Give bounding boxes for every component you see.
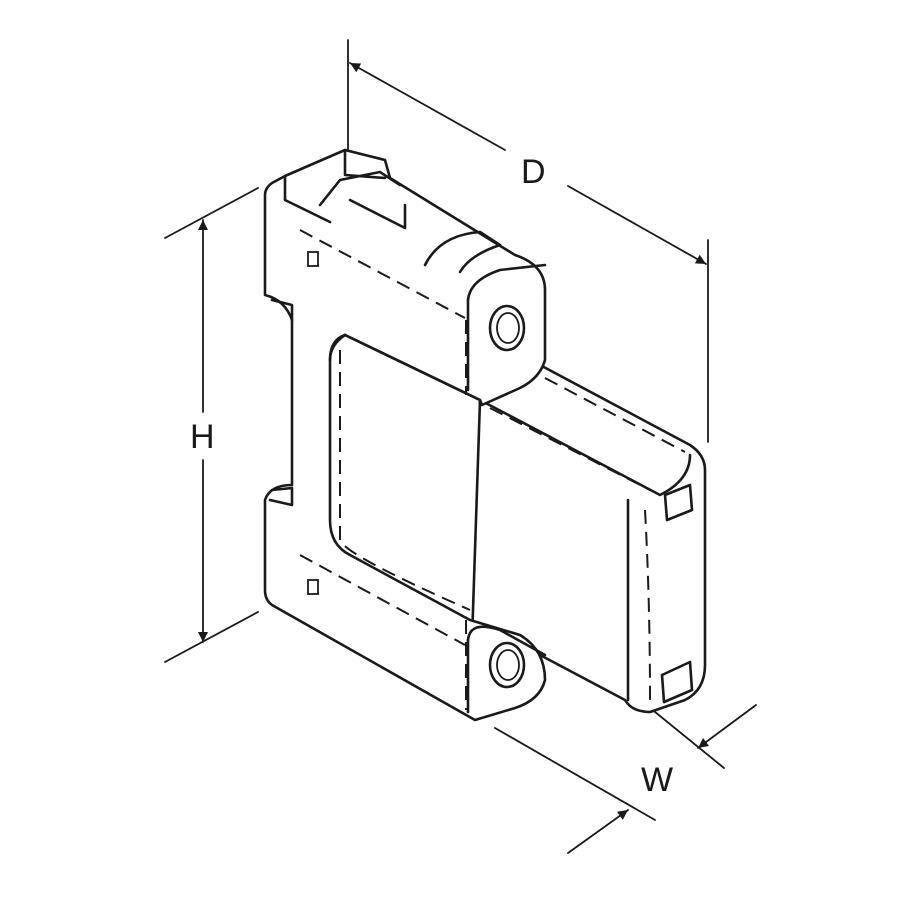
marking-bottom — [307, 579, 319, 595]
device-body — [468, 363, 707, 714]
front-plate — [263, 148, 547, 722]
depth-arrow-left — [349, 62, 506, 151]
width-arrow-right — [697, 704, 757, 749]
width-label: W — [641, 761, 674, 799]
width-extension-line-left — [494, 727, 656, 821]
terminal-screw-hole-bottom — [488, 641, 526, 689]
height-extension-line-top — [164, 187, 259, 239]
height-extension-line-bottom — [164, 611, 259, 663]
side-latch-bottom — [660, 660, 694, 704]
depth-dimension — [347, 39, 709, 443]
height-label: H — [190, 418, 215, 456]
width-arrow-left — [567, 809, 629, 854]
depth-arrow-right — [567, 185, 707, 265]
width-dimension — [494, 689, 757, 854]
height-dimension — [164, 187, 259, 663]
side-latch-top — [663, 483, 694, 522]
depth-label: D — [521, 153, 546, 191]
marking-top — [307, 251, 319, 267]
terminal-screw-hole-top — [488, 304, 526, 352]
